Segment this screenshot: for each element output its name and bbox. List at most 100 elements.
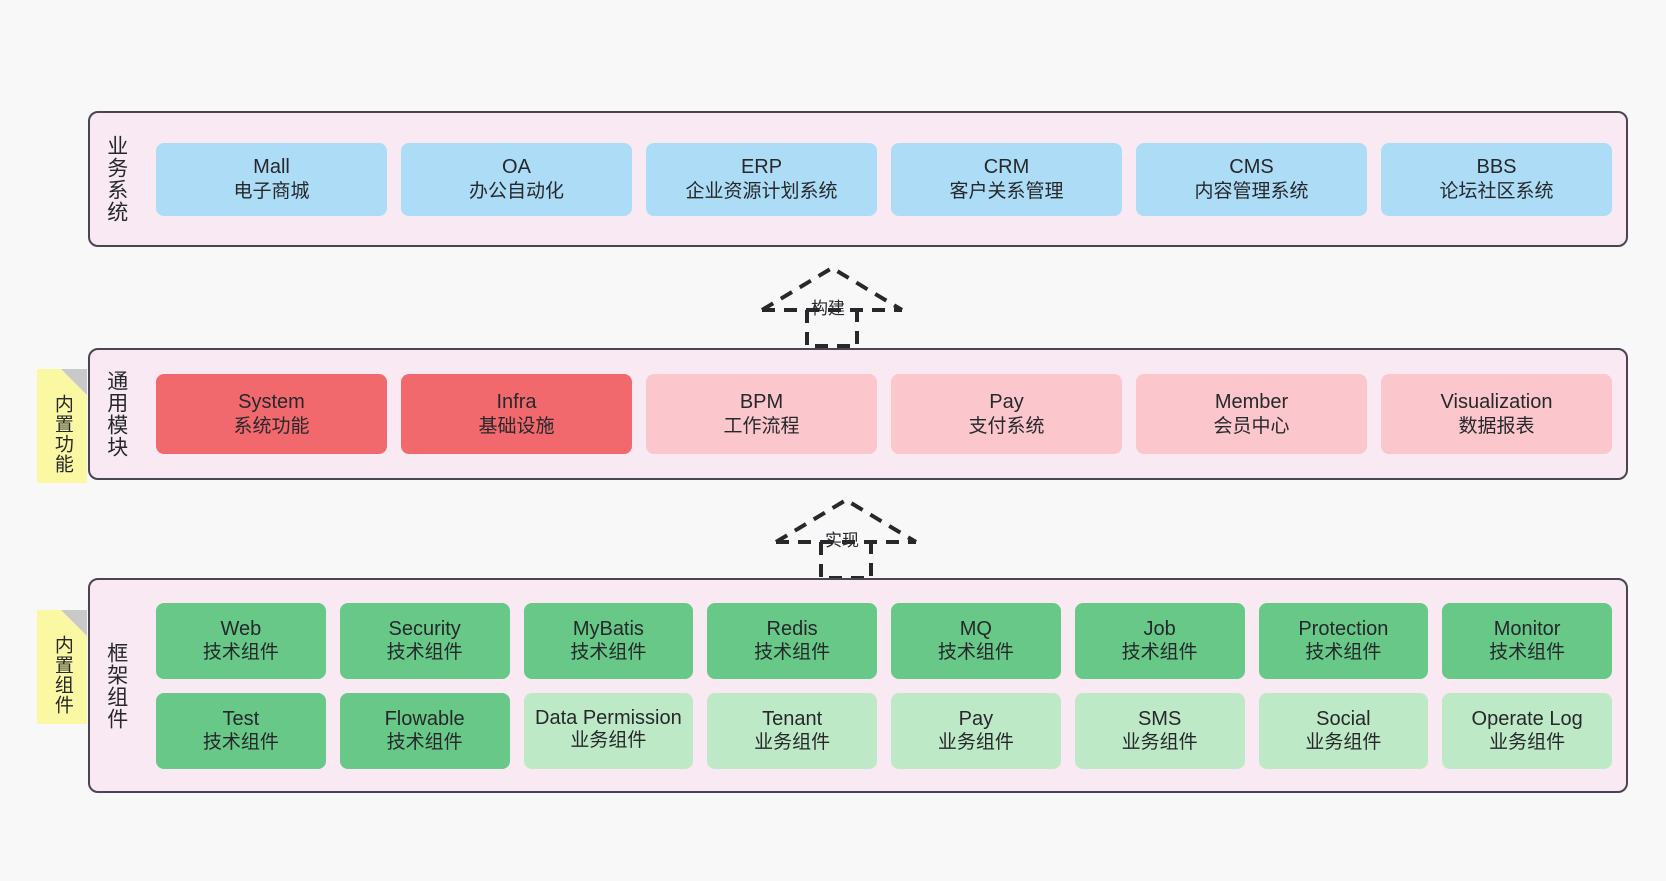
component-card-mq[interactable]: MQ 技术组件 <box>891 602 1061 679</box>
component-name: Web <box>220 617 262 640</box>
layer-common-modules: 通用模块 System 系统功能 Infra 基础设施 BPM 工作流程 Pay… <box>88 348 1628 480</box>
component-subtitle: 技术组件 <box>1121 642 1198 664</box>
component-card-data-permission[interactable]: Data Permission 业务组件 <box>523 692 694 769</box>
component-card-security[interactable]: Security 技术组件 <box>339 602 510 679</box>
component-row: Mall 电子商城 OA 办公自动化 ERP 企业资源计划系统 CRM 客户关系… <box>156 142 1612 216</box>
component-name: Mall <box>253 156 290 179</box>
component-name: SMS <box>1137 707 1182 730</box>
component-name: CRM <box>983 156 1030 179</box>
component-name: Pay <box>958 707 994 730</box>
component-card-bbs[interactable]: BBS 论坛社区系统 <box>1381 142 1612 216</box>
component-card-web[interactable]: Web 技术组件 <box>156 602 326 679</box>
component-name: Tenant <box>762 707 823 730</box>
layer-body-business-systems: Mall 电子商城 OA 办公自动化 ERP 企业资源计划系统 CRM 客户关系… <box>142 113 1626 245</box>
component-card-pay-business[interactable]: Pay 业务组件 <box>891 692 1061 769</box>
component-card-cms[interactable]: CMS 内容管理系统 <box>1136 142 1367 216</box>
component-name: BPM <box>739 391 784 414</box>
component-name: Job <box>1143 617 1176 640</box>
component-row: Web 技术组件 Security 技术组件 MyBatis 技术组件 Redi… <box>156 602 1612 679</box>
component-subtitle: 技术组件 <box>386 642 463 664</box>
component-card-erp[interactable]: ERP 企业资源计划系统 <box>646 142 877 216</box>
component-card-monitor[interactable]: Monitor 技术组件 <box>1442 602 1612 679</box>
layer-title-framework-components: 框架组件 <box>104 641 128 730</box>
component-card-tenant[interactable]: Tenant 业务组件 <box>707 692 877 769</box>
component-card-job[interactable]: Job 技术组件 <box>1074 602 1245 679</box>
component-name: Test <box>222 707 260 730</box>
component-subtitle: 企业资源计划系统 <box>685 180 838 202</box>
component-row: Test 技术组件 Flowable 技术组件 Data Permission … <box>156 692 1612 769</box>
component-subtitle: 技术组件 <box>386 732 463 754</box>
layer-business-systems: 业务系统 Mall 电子商城 OA 办公自动化 ERP 企业资源计划系统 CRM… <box>88 111 1628 247</box>
component-name: Flowable <box>384 707 465 730</box>
component-name: Redis <box>766 617 818 640</box>
component-subtitle: 业务组件 <box>754 732 831 754</box>
component-subtitle: 电子商城 <box>233 180 310 202</box>
component-subtitle: 业务组件 <box>1489 732 1566 754</box>
layer-body-common-modules: System 系统功能 Infra 基础设施 BPM 工作流程 Pay 支付系统… <box>142 350 1626 478</box>
component-subtitle: 技术组件 <box>1305 642 1382 664</box>
component-card-oa[interactable]: OA 办公自动化 <box>401 142 632 216</box>
component-subtitle: 业务组件 <box>937 732 1014 754</box>
component-name: Member <box>1214 391 1289 414</box>
layer-framework-components: 框架组件 Web 技术组件 Security 技术组件 MyBatis 技术组件… <box>88 578 1628 793</box>
component-subtitle: 技术组件 <box>202 642 279 664</box>
component-row: System 系统功能 Infra 基础设施 BPM 工作流程 Pay 支付系统… <box>156 374 1612 454</box>
component-name: System <box>238 391 305 414</box>
connector-implement-label: 实现 <box>825 531 859 550</box>
component-subtitle: 基础设施 <box>478 415 555 437</box>
component-name: OA <box>502 156 531 179</box>
component-name: CMS <box>1229 156 1274 179</box>
component-card-test[interactable]: Test 技术组件 <box>156 692 326 769</box>
connector-build-label: 构建 <box>811 299 845 318</box>
component-card-crm[interactable]: CRM 客户关系管理 <box>891 142 1122 216</box>
component-name: Data Permission <box>535 707 682 730</box>
sticky-note-builtin-features: 内置功能 <box>37 369 87 483</box>
component-name: Pay <box>989 391 1024 414</box>
component-card-redis[interactable]: Redis 技术组件 <box>707 602 877 679</box>
connector-build-arrow <box>752 258 912 348</box>
component-card-social[interactable]: Social 业务组件 <box>1258 692 1429 769</box>
layer-body-framework-components: Web 技术组件 Security 技术组件 MyBatis 技术组件 Redi… <box>142 580 1626 791</box>
component-subtitle: 办公自动化 <box>468 180 564 202</box>
layer-title-common-modules: 通用模块 <box>104 370 128 458</box>
component-name: MyBatis <box>572 617 644 640</box>
component-subtitle: 技术组件 <box>937 642 1014 664</box>
component-card-mall[interactable]: Mall 电子商城 <box>156 142 387 216</box>
component-subtitle: 数据报表 <box>1458 415 1535 437</box>
component-card-flowable[interactable]: Flowable 技术组件 <box>339 692 510 769</box>
component-subtitle: 业务组件 <box>570 730 647 752</box>
component-subtitle: 技术组件 <box>1489 642 1566 664</box>
component-subtitle: 内容管理系统 <box>1194 180 1309 202</box>
component-name: Visualization <box>1440 391 1553 414</box>
component-card-infra[interactable]: Infra 基础设施 <box>401 374 632 454</box>
component-card-pay[interactable]: Pay 支付系统 <box>891 374 1122 454</box>
component-card-sms[interactable]: SMS 业务组件 <box>1074 692 1245 769</box>
component-name: BBS <box>1476 156 1517 179</box>
component-card-mybatis[interactable]: MyBatis 技术组件 <box>523 602 694 679</box>
component-name: Security <box>388 617 461 640</box>
folded-corner-icon <box>61 610 87 636</box>
component-card-operate-log[interactable]: Operate Log 业务组件 <box>1442 692 1612 769</box>
component-subtitle: 技术组件 <box>570 642 647 664</box>
layer-title-business-systems: 业务系统 <box>104 135 128 223</box>
connector-implement-arrow <box>766 490 926 580</box>
component-subtitle: 技术组件 <box>754 642 831 664</box>
component-card-system[interactable]: System 系统功能 <box>156 374 387 454</box>
folded-corner-icon <box>61 369 87 395</box>
sticky-note-builtin-components: 内置组件 <box>37 610 87 724</box>
component-subtitle: 业务组件 <box>1305 732 1382 754</box>
component-subtitle: 系统功能 <box>233 415 310 437</box>
sticky-note-label: 内置功能 <box>51 394 73 474</box>
component-card-member[interactable]: Member 会员中心 <box>1136 374 1367 454</box>
component-name: Social <box>1316 707 1371 730</box>
component-card-protection[interactable]: Protection 技术组件 <box>1258 602 1429 679</box>
component-card-bpm[interactable]: BPM 工作流程 <box>646 374 877 454</box>
component-name: Protection <box>1298 617 1389 640</box>
component-subtitle: 会员中心 <box>1213 415 1290 437</box>
component-card-visualization[interactable]: Visualization 数据报表 <box>1381 374 1612 454</box>
sticky-note-label: 内置组件 <box>51 635 73 715</box>
component-name: Infra <box>496 391 537 414</box>
component-name: MQ <box>959 617 992 640</box>
component-subtitle: 工作流程 <box>723 415 800 437</box>
component-subtitle: 技术组件 <box>202 732 279 754</box>
